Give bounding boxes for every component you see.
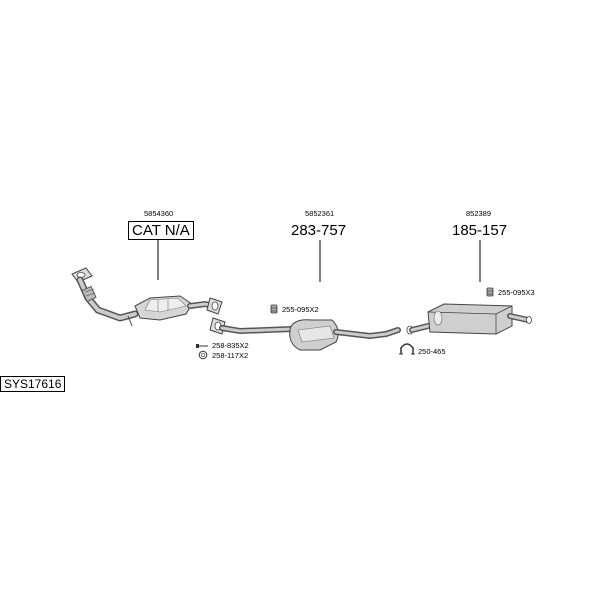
rubber-mount-icon-mid (270, 304, 278, 314)
middle-muffler-oe-number: 5852361 (305, 209, 335, 218)
gasket-ring-icon (198, 350, 208, 360)
clamp-label[interactable]: 250-465 (418, 347, 446, 356)
catalyst-assembly (71, 267, 223, 327)
bolt-kit-label[interactable]: 258-835X2 (212, 341, 249, 350)
middle-muffler-part-label[interactable]: 283-757 (291, 222, 347, 239)
catalyst-part-label[interactable]: CAT N/A (128, 221, 194, 240)
rubber-mount-mid-label[interactable]: 255-095X2 (282, 305, 319, 314)
catalyst-oe-number: 5854360 (144, 209, 174, 218)
system-code: SYS17616 (0, 376, 66, 392)
gasket-ring-label[interactable]: 258-117X2 (212, 351, 249, 360)
rear-muffler-oe-number: 852389 (466, 209, 492, 218)
middle-muffler-assembly (209, 317, 401, 351)
u-clamp-icon (399, 343, 415, 355)
bolt-icon (196, 344, 208, 348)
rubber-mount-icon-rear (486, 287, 494, 297)
rear-muffler-part-label[interactable]: 185-157 (452, 222, 508, 239)
rear-muffler-assembly (406, 303, 532, 335)
rubber-mount-rear-label[interactable]: 255-095X3 (498, 288, 535, 297)
